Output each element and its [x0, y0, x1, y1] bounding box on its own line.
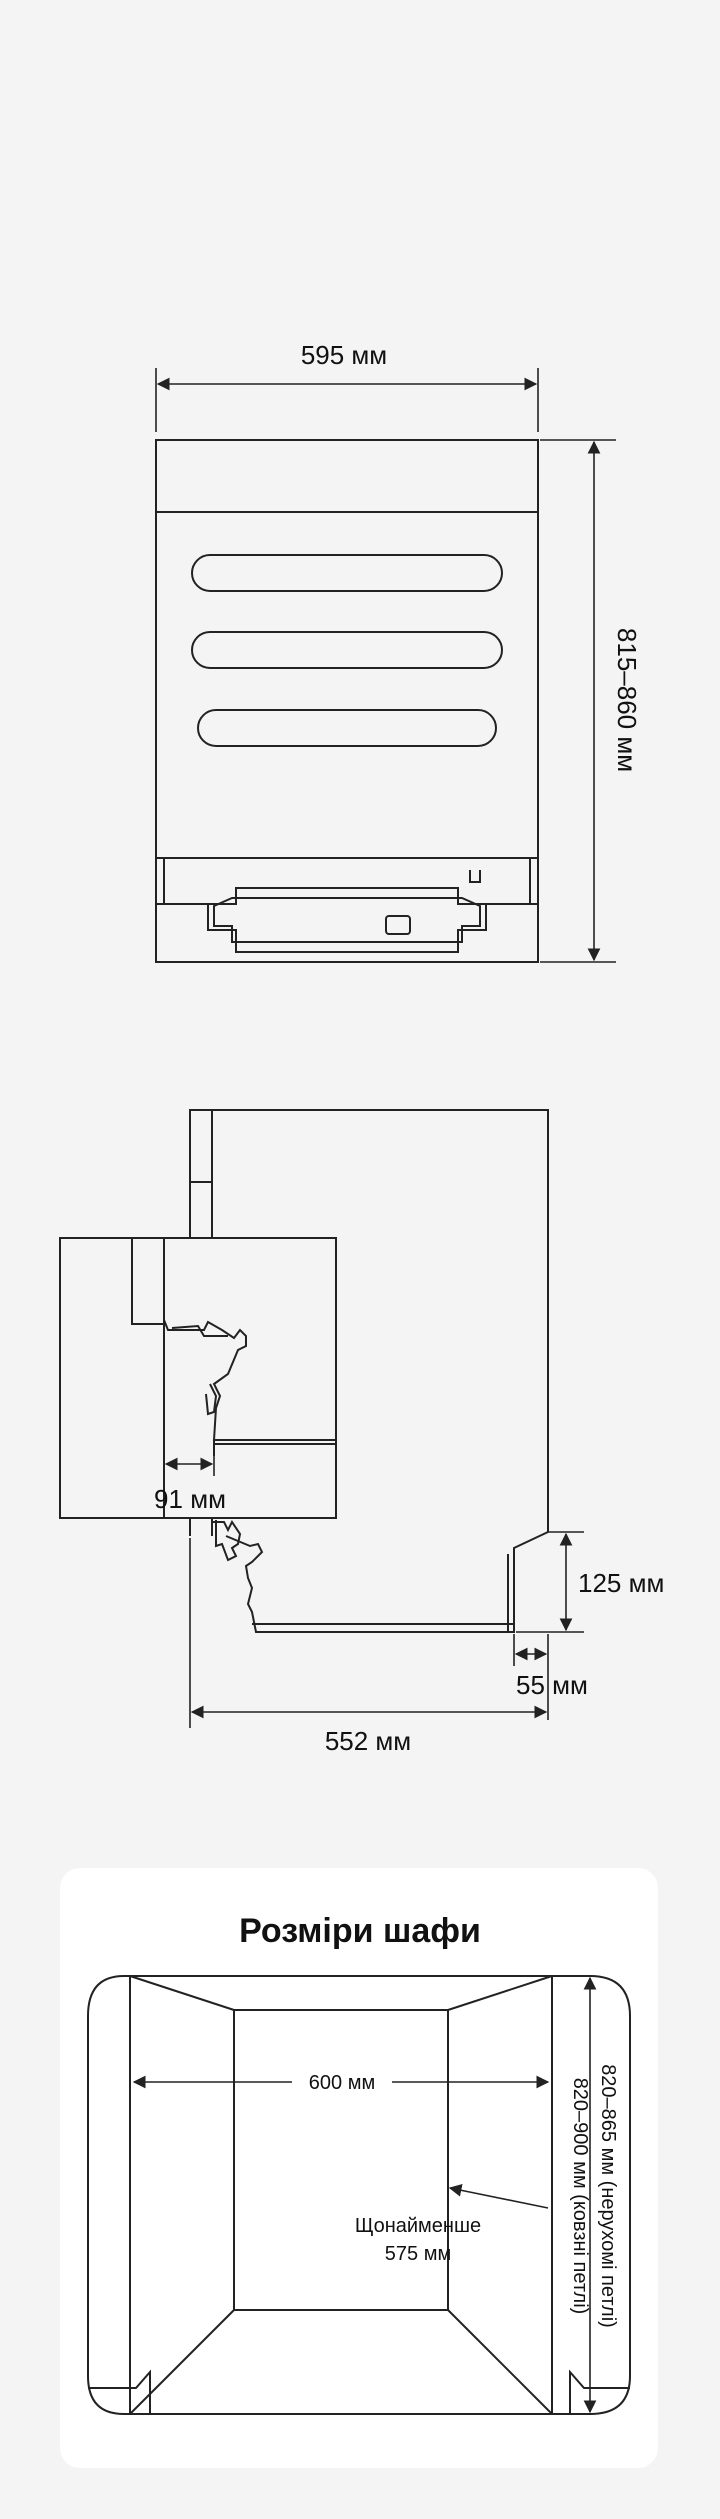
cabinet-outline: [87, 1975, 631, 2415]
cabinet-back-panel: [233, 2009, 449, 2311]
kick-depth-label: 55 мм: [516, 1670, 588, 1700]
front-base: [156, 858, 538, 953]
cabinet-title: Розміри шафи: [239, 1912, 481, 1950]
cabinet-height-fixed-label: 820–865 мм (нерухомі петлі): [597, 2064, 619, 2328]
front-height-label: 815–860 мм: [612, 628, 642, 772]
side-door-top: [189, 1109, 213, 1241]
dishwasher-body: [155, 439, 539, 963]
front-view: 595 мм 815–860 мм: [155, 340, 642, 963]
detail-dimension-label: 91 мм: [154, 1484, 226, 1514]
cabinet-height-sliding-label: 820–900 мм (ковзні петлі): [569, 2078, 591, 2315]
cabinet-min-pointer: [448, 2184, 549, 2209]
front-slot-2: [191, 631, 503, 669]
side-kick-profile: [225, 1531, 549, 1633]
front-width-label: 595 мм: [301, 340, 387, 370]
front-slot-1: [191, 554, 503, 592]
depth-label: 552 мм: [325, 1726, 411, 1756]
side-view: 91 мм 125 мм 55 мм 552 мм: [59, 1109, 664, 1756]
kick-height-label: 125 мм: [578, 1568, 664, 1598]
cabinet-card: Розміри шафи 600 мм Щонайменше 575 мм 82…: [60, 1868, 658, 2468]
hinge-detail-box: [59, 1237, 337, 1519]
cabinet-min-label-line1: Щонайменше: [355, 2215, 481, 2237]
cabinet-width-label: 600 мм: [309, 2072, 375, 2094]
front-slot-3: [197, 709, 497, 747]
side-body-outline: [212, 1109, 549, 1532]
hinge-detail: [131, 1237, 336, 1518]
cabinet-card-background: [60, 1868, 658, 2468]
cabinet-min-label-line2: 575 мм: [385, 2243, 451, 2265]
